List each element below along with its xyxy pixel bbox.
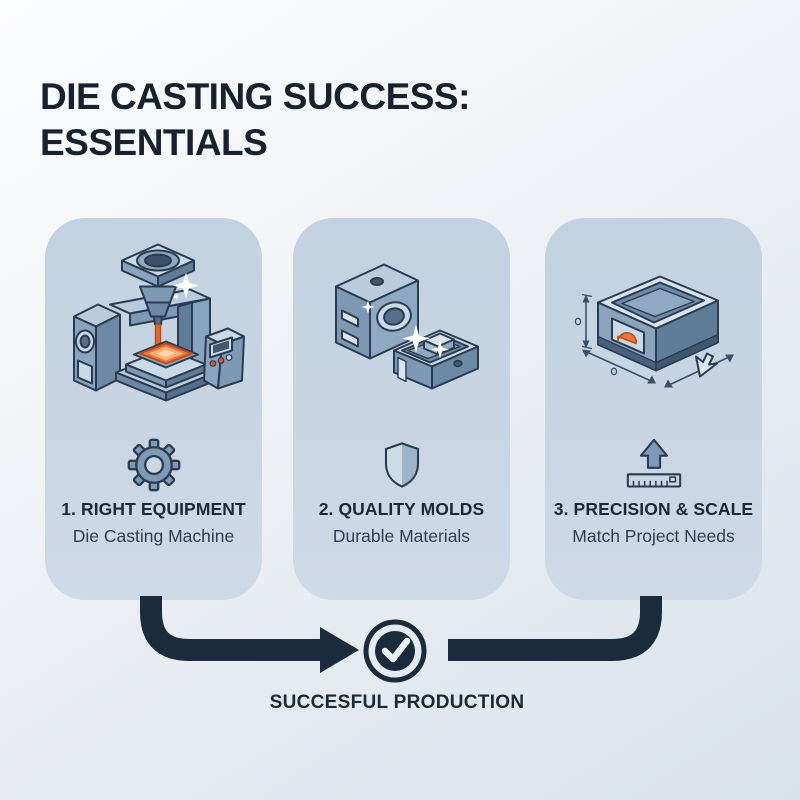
card-precision-scale: 3. PRECISION & SCALE Match Project Needs (545, 218, 762, 600)
card1-heading: 1. RIGHT EQUIPMENT (61, 499, 246, 519)
card3-icon-slot (545, 436, 762, 494)
card1-subheading: Die Casting Machine (72, 526, 235, 546)
flow-arrowhead (320, 627, 359, 673)
mold-halves-illustration (335, 263, 479, 390)
flow-result-label: SUCCESFUL PRODUCTION (269, 692, 525, 713)
page-title-line1: DIE CASTING SUCCESS: (40, 76, 470, 117)
flow-arrow-left (140, 596, 322, 661)
card1-icon-slot (45, 436, 262, 494)
sparkle-icon (402, 324, 430, 353)
card3-heading: 3. PRECISION & SCALE (553, 499, 754, 519)
flow-arrows (140, 596, 662, 683)
checkmark-circle-icon (363, 619, 427, 683)
card3-subheading: Match Project Needs (572, 526, 735, 546)
cursor-arrow-icon (695, 352, 718, 378)
flow-arrow-right (448, 596, 662, 661)
card2-heading: 2. QUALITY MOLDS (318, 499, 485, 519)
sparkle-icon (173, 272, 199, 299)
card2-subheading: Durable Materials (332, 526, 471, 546)
checkmark-icon (381, 637, 411, 663)
card2-icon-slot (293, 436, 510, 494)
arrow-up-icon (639, 438, 668, 469)
ruler-icon (626, 473, 681, 488)
die-casting-machine-illustration (73, 243, 245, 402)
gear-icon (127, 438, 180, 492)
card-right-equipment: 1. RIGHT EQUIPMENT Die Casting Machine (45, 218, 262, 600)
card-quality-molds: 2. QUALITY MOLDS Durable Materials (293, 218, 510, 600)
shield-icon (384, 442, 419, 488)
arrow-up-ruler-icon (626, 438, 681, 488)
page-title: DIE CASTING SUCCESS: ESSENTIALS (40, 74, 470, 166)
mold-box-dimensions-illustration (574, 275, 734, 388)
page-title-line2: ESSENTIALS (40, 122, 268, 163)
